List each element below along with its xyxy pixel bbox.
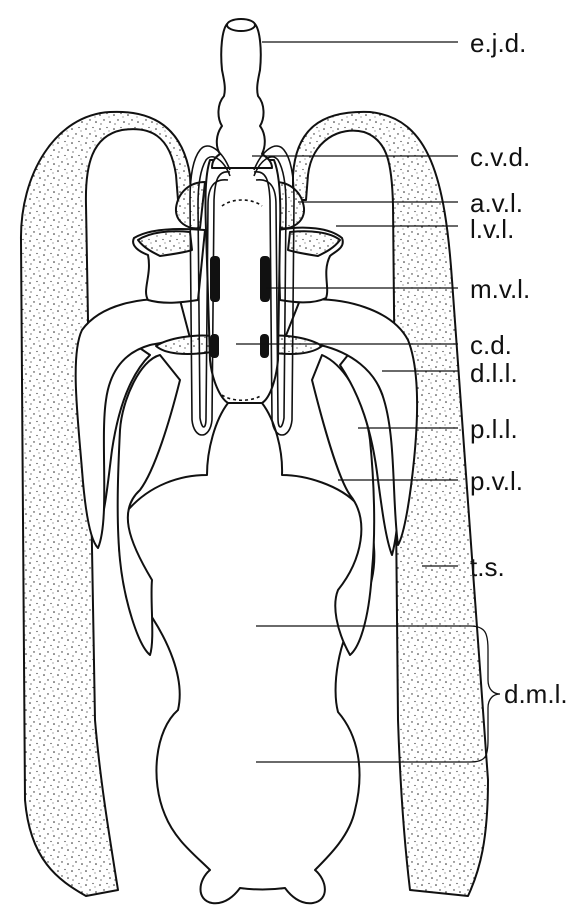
medial-ventral-lobe-right xyxy=(260,256,270,302)
duct-opening xyxy=(227,19,255,31)
label-mvl: m.v.l. xyxy=(470,274,530,304)
coag-duct-mark-right xyxy=(260,334,269,358)
label-cvd: c.v.d. xyxy=(470,142,530,172)
label-ejd: e.j.d. xyxy=(470,28,526,58)
coag-duct-mark-left xyxy=(210,334,219,358)
label-pll: p.l.l. xyxy=(470,414,518,444)
medial-ventral-lobe-left xyxy=(210,256,220,302)
label-dml: d.m.l. xyxy=(504,679,568,709)
label-pvl: p.v.l. xyxy=(470,466,523,496)
label-cd: c.d. xyxy=(470,330,512,360)
label-ts: t.s. xyxy=(470,552,505,582)
dorsal-medial-lobe xyxy=(119,403,374,903)
ejaculatory-duct xyxy=(212,24,272,168)
label-lvl: l.v.l. xyxy=(470,214,514,244)
label-dll: d.l.l. xyxy=(470,358,518,388)
